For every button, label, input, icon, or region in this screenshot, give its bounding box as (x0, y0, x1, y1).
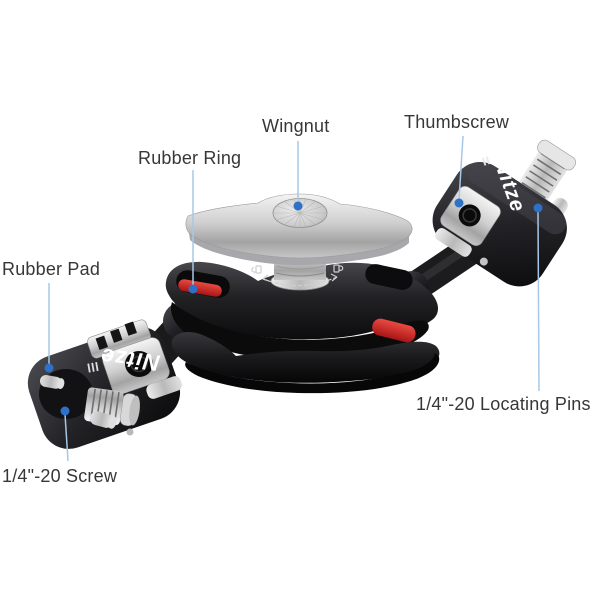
bottom-plate-underside (185, 353, 440, 394)
dot-rubber-ring (188, 284, 198, 294)
label-thumbscrew: Thumbscrew (404, 112, 510, 132)
left-head-pin-upper (40, 375, 65, 390)
right-head-set-screw (479, 257, 488, 266)
logo-marks-right (481, 156, 491, 166)
left-head-pin-lower (89, 411, 117, 429)
clamp-gap (170, 302, 429, 361)
rubber-ring-left (178, 279, 222, 297)
dot-screw (60, 406, 70, 416)
wingnut-graphic (185, 193, 413, 265)
label-wingnut: Wingnut (262, 116, 330, 136)
leader-locating-pins (537, 211, 540, 392)
right-slot (365, 264, 413, 290)
unlock-icon (251, 265, 262, 274)
lock-icon (333, 264, 344, 273)
leader-screw (64, 413, 69, 462)
label-rubber-pad: Rubber Pad (2, 259, 101, 279)
label-quarter20-locating-pins: 1/4"-20 Locating Pins (416, 394, 591, 414)
engraved-markings (251, 264, 344, 287)
dot-thumbscrew (454, 198, 464, 208)
rubber-ring-right (372, 318, 416, 343)
logo-marks-left (87, 362, 99, 373)
leader-thumbscrew (458, 135, 464, 201)
bottom-clamp-plate (171, 332, 440, 383)
label-rubber-ring: Rubber Ring (138, 148, 242, 168)
center-clamp (165, 261, 440, 394)
left-head-jaw (87, 319, 182, 399)
left-head-set-screw (126, 428, 134, 436)
dot-wingnut (293, 201, 303, 211)
right-ball-head: Nitze (432, 139, 577, 287)
leader-lines (48, 135, 540, 462)
dot-locating-pins (533, 203, 543, 213)
dot-rubber-pad (44, 363, 54, 373)
label-quarter20-screw: 1/4"-20 Screw (2, 466, 118, 486)
callout-dots (44, 198, 543, 416)
